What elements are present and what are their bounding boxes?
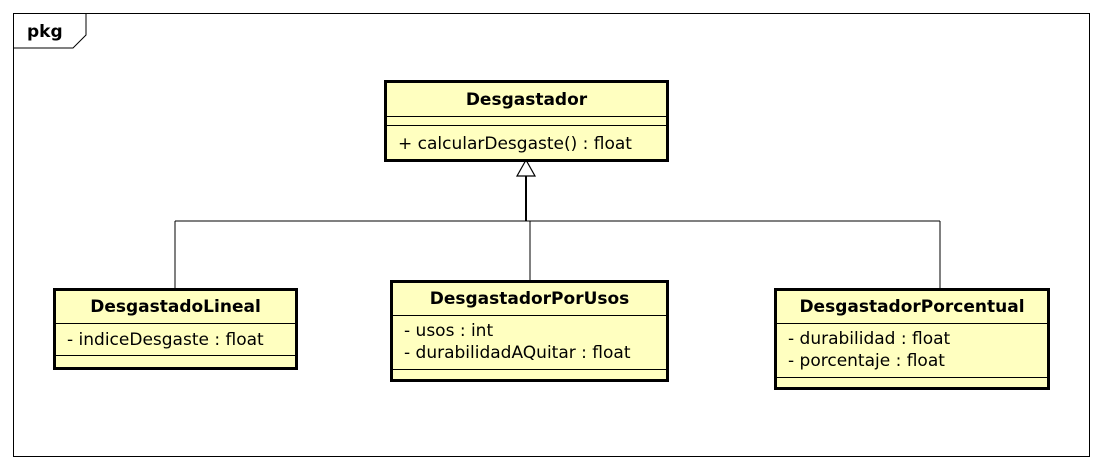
attribute: - indiceDesgaste : float (67, 330, 264, 350)
attribute: - porcentaje : float (788, 351, 945, 371)
attribute: - usos : int (404, 321, 494, 341)
class-operations-empty (777, 378, 1047, 382)
class-desgastador-porcentual[interactable]: DesgastadorPorcentual - durabilidad : fl… (774, 288, 1050, 390)
package-frame (13, 13, 1090, 457)
package-label: pkg (27, 22, 63, 42)
class-name: Desgastador (387, 83, 666, 117)
class-operations-empty (56, 356, 295, 360)
class-attributes: - durabilidad : float - porcentaje : flo… (777, 324, 1047, 378)
class-attributes: - indiceDesgaste : float (56, 324, 295, 356)
class-attributes-empty (387, 117, 666, 126)
class-operations-empty (393, 370, 666, 374)
class-attributes: - usos : int - durabilidadAQuitar : floa… (393, 316, 666, 370)
attribute: - durabilidad : float (788, 329, 951, 349)
class-desgastador[interactable]: Desgastador + calcularDesgaste() : float (384, 80, 669, 162)
class-operations: + calcularDesgaste() : float (387, 126, 666, 155)
class-name: DesgastadorPorcentual (777, 291, 1047, 324)
class-name: DesgastadorPorUsos (393, 283, 666, 316)
attribute: - durabilidadAQuitar : float (404, 343, 631, 363)
class-desgastador-por-usos[interactable]: DesgastadorPorUsos - usos : int - durabi… (390, 280, 669, 382)
class-name: DesgastadoLineal (56, 291, 295, 324)
generalization-arrowhead (515, 158, 537, 177)
operation: + calcularDesgaste() : float (398, 134, 632, 154)
package-tab (13, 13, 87, 49)
class-desgastado-lineal[interactable]: DesgastadoLineal - indiceDesgaste : floa… (53, 288, 298, 370)
